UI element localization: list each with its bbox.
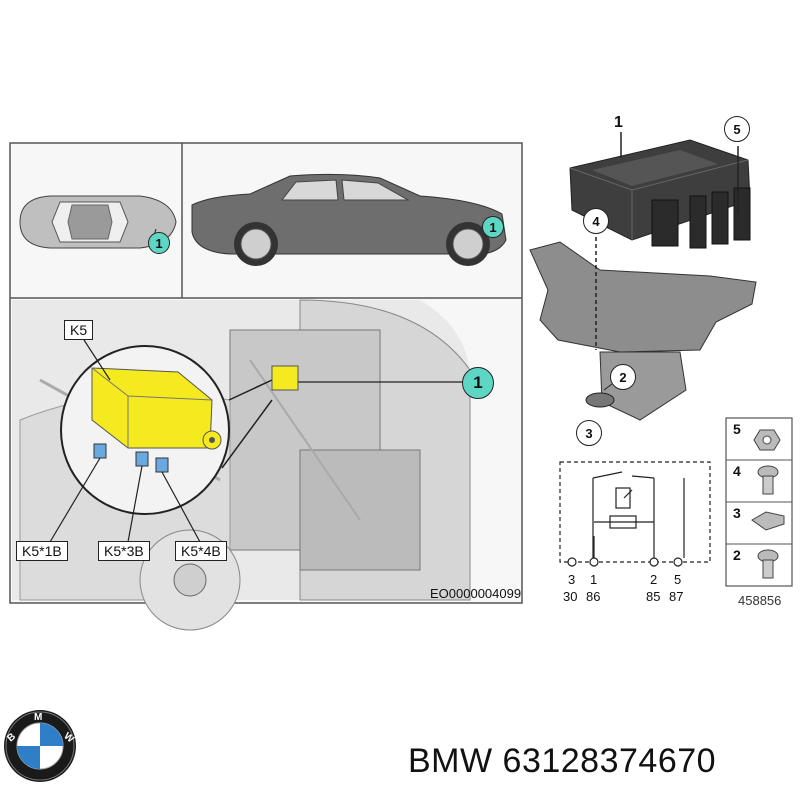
part-tag-stud: 4 xyxy=(583,208,609,234)
pin-top-2: 1 xyxy=(590,572,598,587)
part-tag-bracket: 2 xyxy=(610,364,636,390)
connector-label-3: K5*4B xyxy=(175,541,227,561)
fastener-num-2: 4 xyxy=(733,463,741,479)
diagram-number: 458856 xyxy=(738,593,782,608)
fastener-num-1: 5 xyxy=(733,421,741,437)
pin-bottom-1: 30 xyxy=(563,589,578,604)
pin-bottom-3: 85 xyxy=(646,589,661,604)
callout-side-view: 1 xyxy=(482,216,504,238)
callout-top-view: 1 xyxy=(148,232,170,254)
connector-label-1: K5*1B xyxy=(16,541,68,561)
callout-main-detail: 1 xyxy=(462,367,494,399)
clip-icon xyxy=(751,511,785,531)
car-top-view xyxy=(19,195,177,249)
relay-exploded-view xyxy=(529,132,757,421)
part-caption: BMW 63128374670 xyxy=(408,742,716,781)
svg-text:M: M xyxy=(34,712,42,723)
fastener-num-4: 2 xyxy=(733,547,741,563)
pin-top-4: 5 xyxy=(674,572,682,587)
relay-label: K5 xyxy=(64,320,94,340)
pin-top-3: 2 xyxy=(650,572,658,587)
fastener-num-3: 3 xyxy=(733,505,741,521)
part-number: 63128374670 xyxy=(502,742,717,780)
relay-schematic xyxy=(559,461,711,567)
relay-magnified xyxy=(91,367,222,473)
part-tag-nut: 5 xyxy=(724,116,750,142)
car-side-view xyxy=(191,173,507,266)
pin-bottom-4: 87 xyxy=(669,589,684,604)
relay-in-bay xyxy=(271,365,299,391)
part-label-relay: 1 xyxy=(614,114,623,131)
connector-label-2: K5*3B xyxy=(98,541,150,561)
brand-name: BMW xyxy=(408,742,493,780)
bmw-logo: B M W xyxy=(4,710,76,782)
part-tag-washer: 3 xyxy=(576,420,602,446)
pin-bottom-2: 86 xyxy=(586,589,601,604)
diagram-code: EO0000004099 xyxy=(430,586,522,601)
pin-top-1: 3 xyxy=(568,572,576,587)
